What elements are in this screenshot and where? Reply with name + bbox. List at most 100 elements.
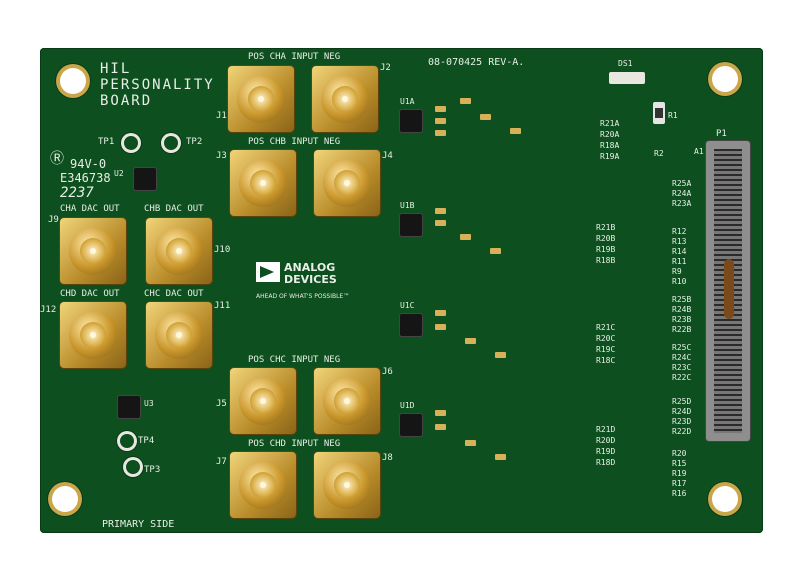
right-res-2-4: R25C — [672, 343, 692, 352]
mounting-hole-top-right — [712, 66, 738, 92]
ul-mark-icon: Ⓡ — [50, 151, 64, 167]
connector-key — [724, 259, 734, 319]
right-res-1-5: R14 — [672, 247, 687, 256]
right-res-3-7: R17 — [672, 479, 687, 488]
right-res-1-4: R13 — [672, 237, 687, 246]
ic-u2 — [134, 168, 156, 190]
right-res-1-3: R12 — [672, 227, 687, 236]
ic-u3 — [118, 396, 140, 418]
resistor-c-1: R20C — [596, 334, 616, 343]
logo-name-line1: ANALOG — [284, 261, 336, 274]
date-code: 2237 — [60, 185, 94, 201]
mounting-hole-bottom-right — [712, 486, 738, 512]
sma-connector-j10[interactable] — [146, 218, 212, 284]
mounting-hole-top-left — [60, 68, 86, 94]
resistor-c-2: R19C — [596, 345, 616, 354]
passive-component — [435, 208, 446, 214]
resistor-b-0: R21B — [596, 223, 616, 232]
right-res-1-0: R25A — [672, 179, 692, 188]
j8-label: J8 — [382, 453, 393, 463]
right-res-3-5: R15 — [672, 459, 687, 468]
j11-label: J11 — [214, 301, 231, 311]
sma-connector-j1[interactable] — [228, 66, 294, 132]
tp2-label: TP2 — [186, 137, 203, 147]
ic-u1c — [400, 314, 422, 336]
primary-side-label: PRIMARY SIDE — [102, 519, 175, 530]
right-res-2-6: R23C — [672, 363, 692, 372]
sma-connector-j11[interactable] — [146, 302, 212, 368]
r1-label: R1 — [668, 111, 678, 120]
resistor-b-2: R19B — [596, 245, 616, 254]
j12-label: J12 — [40, 305, 57, 315]
u1c-label: U1C — [400, 301, 415, 310]
passive-component — [495, 454, 506, 460]
sma-connector-j2[interactable] — [312, 66, 378, 132]
passive-component — [465, 440, 476, 446]
sma-connector-j12[interactable] — [60, 302, 126, 368]
r2-label: R2 — [654, 149, 664, 158]
passive-component — [460, 98, 471, 104]
resistor-a-2: R18A — [600, 141, 620, 150]
j6-label: J6 — [382, 367, 393, 377]
passive-component — [435, 324, 446, 330]
test-point-4 — [120, 434, 134, 448]
cha-input-label: POS CHA INPUT NEG — [248, 52, 341, 62]
ds1-label: DS1 — [618, 59, 633, 68]
passive-component — [435, 220, 446, 226]
passive-component — [480, 114, 491, 120]
test-point-3 — [126, 460, 140, 474]
chd-dac-label: CHD DAC OUT — [60, 289, 120, 299]
sma-connector-j6[interactable] — [314, 368, 380, 434]
right-res-3-3: R22D — [672, 427, 692, 436]
passive-component — [435, 424, 446, 430]
sma-connector-j3[interactable] — [230, 150, 296, 216]
right-res-3-1: R24D — [672, 407, 692, 416]
resistor-d-2: R19D — [596, 447, 616, 456]
p1-label: P1 — [716, 129, 727, 139]
ic-u1a — [400, 110, 422, 132]
chc-input-label: POS CHC INPUT NEG — [248, 355, 341, 365]
resistor-a-0: R21A — [600, 119, 620, 128]
passive-component — [435, 410, 446, 416]
analog-devices-logo-icon — [256, 262, 280, 282]
board-title-line2: PERSONALITY — [100, 77, 215, 93]
board-title-line1: HIL — [100, 61, 132, 77]
resistor-b-1: R20B — [596, 234, 616, 243]
resistor-r1 — [653, 102, 665, 124]
passive-component — [435, 310, 446, 316]
u2-label: U2 — [114, 169, 124, 178]
u3-label: U3 — [144, 399, 154, 408]
part-number-label: 08-070425 REV-A. — [428, 57, 525, 68]
right-res-3-2: R23D — [672, 417, 692, 426]
sma-connector-j4[interactable] — [314, 150, 380, 216]
right-res-1-7: R9 — [672, 267, 682, 276]
board-title-line3: BOARD — [100, 93, 153, 109]
passive-component — [435, 106, 446, 112]
test-point-1 — [124, 136, 138, 150]
chb-dac-label: CHB DAC OUT — [144, 204, 204, 214]
cha-dac-label: CHA DAC OUT — [60, 204, 120, 214]
led-ds1 — [609, 72, 645, 84]
j5-label: J5 — [216, 399, 227, 409]
sma-connector-j8[interactable] — [314, 452, 380, 518]
j1-label: J1 — [216, 111, 227, 121]
sma-connector-j7[interactable] — [230, 452, 296, 518]
passive-component — [460, 234, 471, 240]
resistor-c-3: R18C — [596, 356, 616, 365]
j7-label: J7 — [216, 457, 227, 467]
right-res-2-7: R22C — [672, 373, 692, 382]
sma-connector-j9[interactable] — [60, 218, 126, 284]
right-res-1-1: R24A — [672, 189, 692, 198]
j10-label: J10 — [214, 245, 231, 255]
sma-connector-j5[interactable] — [230, 368, 296, 434]
passive-component — [465, 338, 476, 344]
edge-connector-p1[interactable] — [706, 141, 750, 441]
j9-label: J9 — [48, 215, 59, 225]
logo-name-line2: DEVICES — [284, 273, 337, 286]
resistor-d-3: R18D — [596, 458, 616, 467]
right-res-3-8: R16 — [672, 489, 687, 498]
ic-u1d — [400, 414, 422, 436]
chd-input-label: POS CHD INPUT NEG — [248, 439, 341, 449]
chb-input-label: POS CHB INPUT NEG — [248, 137, 341, 147]
resistor-d-1: R20D — [596, 436, 616, 445]
